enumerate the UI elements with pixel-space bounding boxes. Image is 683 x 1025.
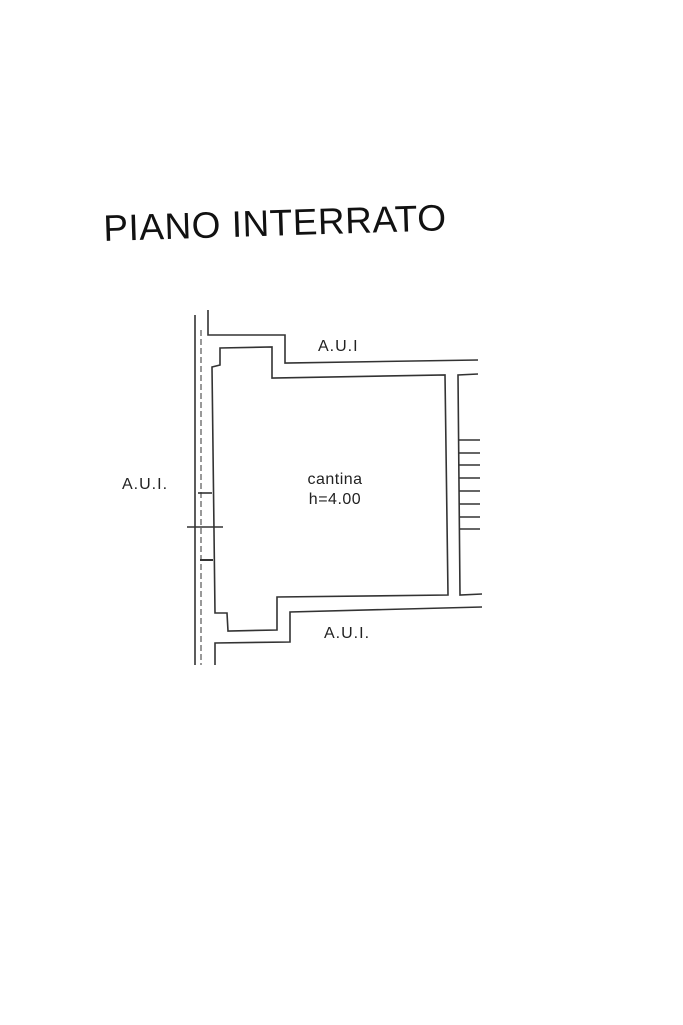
outer-wall-top [207,310,479,364]
inner-wall-cantina [211,346,449,632]
room-height: h=4.00 [308,491,362,508]
label-adjacent-bottom: A.U.I. [324,625,371,642]
room-cantina: cantina h=4.00 [290,470,380,510]
label-adjacent-top: A.U.I [318,338,359,355]
stairs [459,439,480,530]
label-adjacent-left: A.U.I. [122,476,169,493]
room-name: cantina [307,471,363,488]
outer-wall-right-top [457,373,483,596]
outer-wall-bottom [214,606,483,665]
